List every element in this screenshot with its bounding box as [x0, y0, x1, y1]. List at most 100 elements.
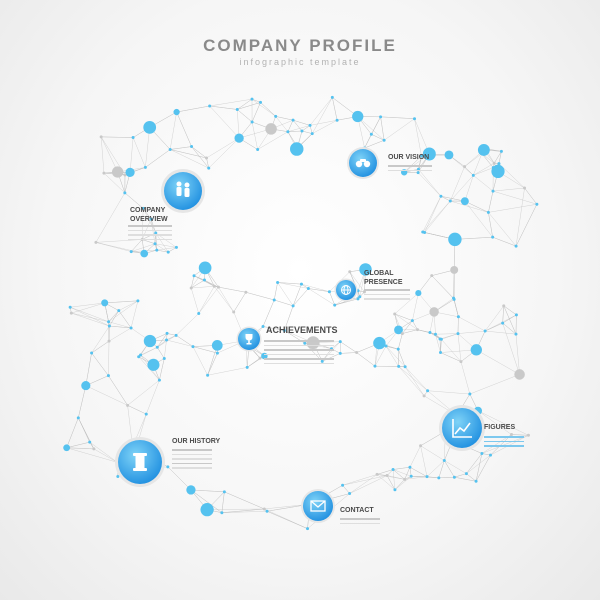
mesh-dot — [232, 310, 236, 314]
mesh-line — [170, 146, 192, 150]
mesh-dot — [474, 479, 478, 483]
mesh-line — [394, 292, 419, 315]
mesh-dot — [290, 142, 304, 156]
mesh-dot — [514, 313, 518, 317]
mesh-dot — [157, 378, 161, 382]
mesh-line — [103, 172, 126, 194]
mesh-dot — [488, 453, 492, 457]
mesh-line — [209, 105, 240, 139]
mesh-line — [301, 283, 330, 292]
mesh-line — [475, 453, 483, 482]
mesh-line — [145, 149, 171, 168]
mesh-line — [118, 300, 139, 311]
mesh-line — [397, 349, 406, 367]
mesh-line — [469, 374, 520, 395]
mesh-dot — [186, 485, 196, 495]
mesh-line — [277, 282, 309, 289]
mesh-line — [191, 286, 215, 289]
mesh-dot — [439, 351, 443, 355]
mesh-line — [66, 447, 94, 450]
mesh-dot — [261, 324, 265, 328]
mesh-line — [511, 434, 529, 436]
mesh-line — [438, 460, 445, 478]
chart-icon — [452, 419, 472, 438]
mesh-dot — [400, 332, 404, 336]
mesh-line — [221, 508, 265, 513]
mesh-line — [383, 118, 415, 141]
mesh-line — [78, 385, 87, 418]
mesh-dot — [291, 118, 295, 122]
mesh-dot — [393, 488, 397, 492]
mesh-dot — [102, 171, 106, 175]
mesh-dot — [192, 274, 196, 278]
mesh-line — [131, 239, 143, 252]
mesh-line — [490, 434, 512, 456]
mesh-line — [398, 366, 428, 391]
mesh-line — [224, 491, 265, 510]
mesh-line — [466, 473, 477, 482]
mesh-line — [427, 390, 470, 395]
mesh-dot — [88, 440, 92, 444]
mesh-dot — [523, 186, 527, 190]
binoculars-icon — [355, 159, 371, 168]
mesh-line — [157, 347, 165, 359]
mesh-dot — [206, 373, 210, 377]
mesh-line — [284, 305, 294, 331]
mesh-line — [206, 157, 209, 169]
mesh-dot — [272, 298, 276, 302]
mesh-dot — [123, 173, 127, 177]
mesh-line — [166, 339, 194, 347]
mesh-dot — [258, 100, 262, 104]
mesh-dot — [393, 312, 397, 316]
mesh-line — [422, 196, 442, 233]
mesh-dot — [471, 173, 475, 177]
mesh-dot — [198, 261, 212, 275]
mesh-dot — [373, 364, 377, 368]
mesh-line — [477, 410, 529, 436]
mesh-line — [221, 491, 225, 513]
mesh-line — [275, 116, 289, 132]
mesh-line — [393, 466, 410, 470]
mesh-line — [245, 292, 275, 301]
mesh-dot — [375, 472, 379, 476]
mesh-line — [380, 116, 385, 141]
mesh-line — [435, 333, 458, 335]
mesh-line — [404, 476, 428, 480]
mesh-line — [502, 322, 517, 335]
mesh-dot — [154, 231, 158, 235]
mesh-line — [331, 341, 341, 349]
mesh-dot — [379, 115, 383, 119]
mesh-dot — [300, 129, 304, 133]
mesh-line — [301, 130, 313, 134]
mesh-line — [207, 367, 248, 376]
mesh-dot — [419, 444, 423, 448]
mesh-dot — [391, 468, 395, 472]
mesh-line — [332, 97, 338, 121]
mesh-line — [329, 291, 335, 306]
mesh-dot — [491, 164, 505, 179]
mesh-dot — [76, 416, 80, 420]
mesh-dot — [429, 307, 439, 317]
mesh-line — [71, 312, 110, 327]
mesh-dot — [191, 345, 195, 349]
mesh-dot — [126, 403, 130, 407]
mesh-line — [108, 375, 128, 406]
mesh-line — [349, 475, 388, 494]
mesh-line — [191, 146, 207, 159]
contact-label: CONTACT — [340, 507, 374, 514]
mesh-line — [208, 137, 240, 169]
mesh-dot — [338, 351, 342, 355]
mesh-line — [488, 204, 537, 213]
mesh-line — [309, 97, 333, 126]
mesh-line — [209, 98, 253, 107]
achievements-label: ACHIEVEMENTS — [266, 325, 338, 335]
mesh-line — [392, 469, 412, 477]
mesh-line — [308, 288, 330, 292]
mesh-line — [277, 282, 302, 285]
mesh-line — [287, 125, 311, 132]
mesh-line — [458, 316, 486, 332]
mesh-dot — [244, 290, 248, 294]
mesh-dot — [202, 278, 206, 282]
mesh-line — [70, 306, 109, 322]
mesh-line — [190, 489, 225, 493]
